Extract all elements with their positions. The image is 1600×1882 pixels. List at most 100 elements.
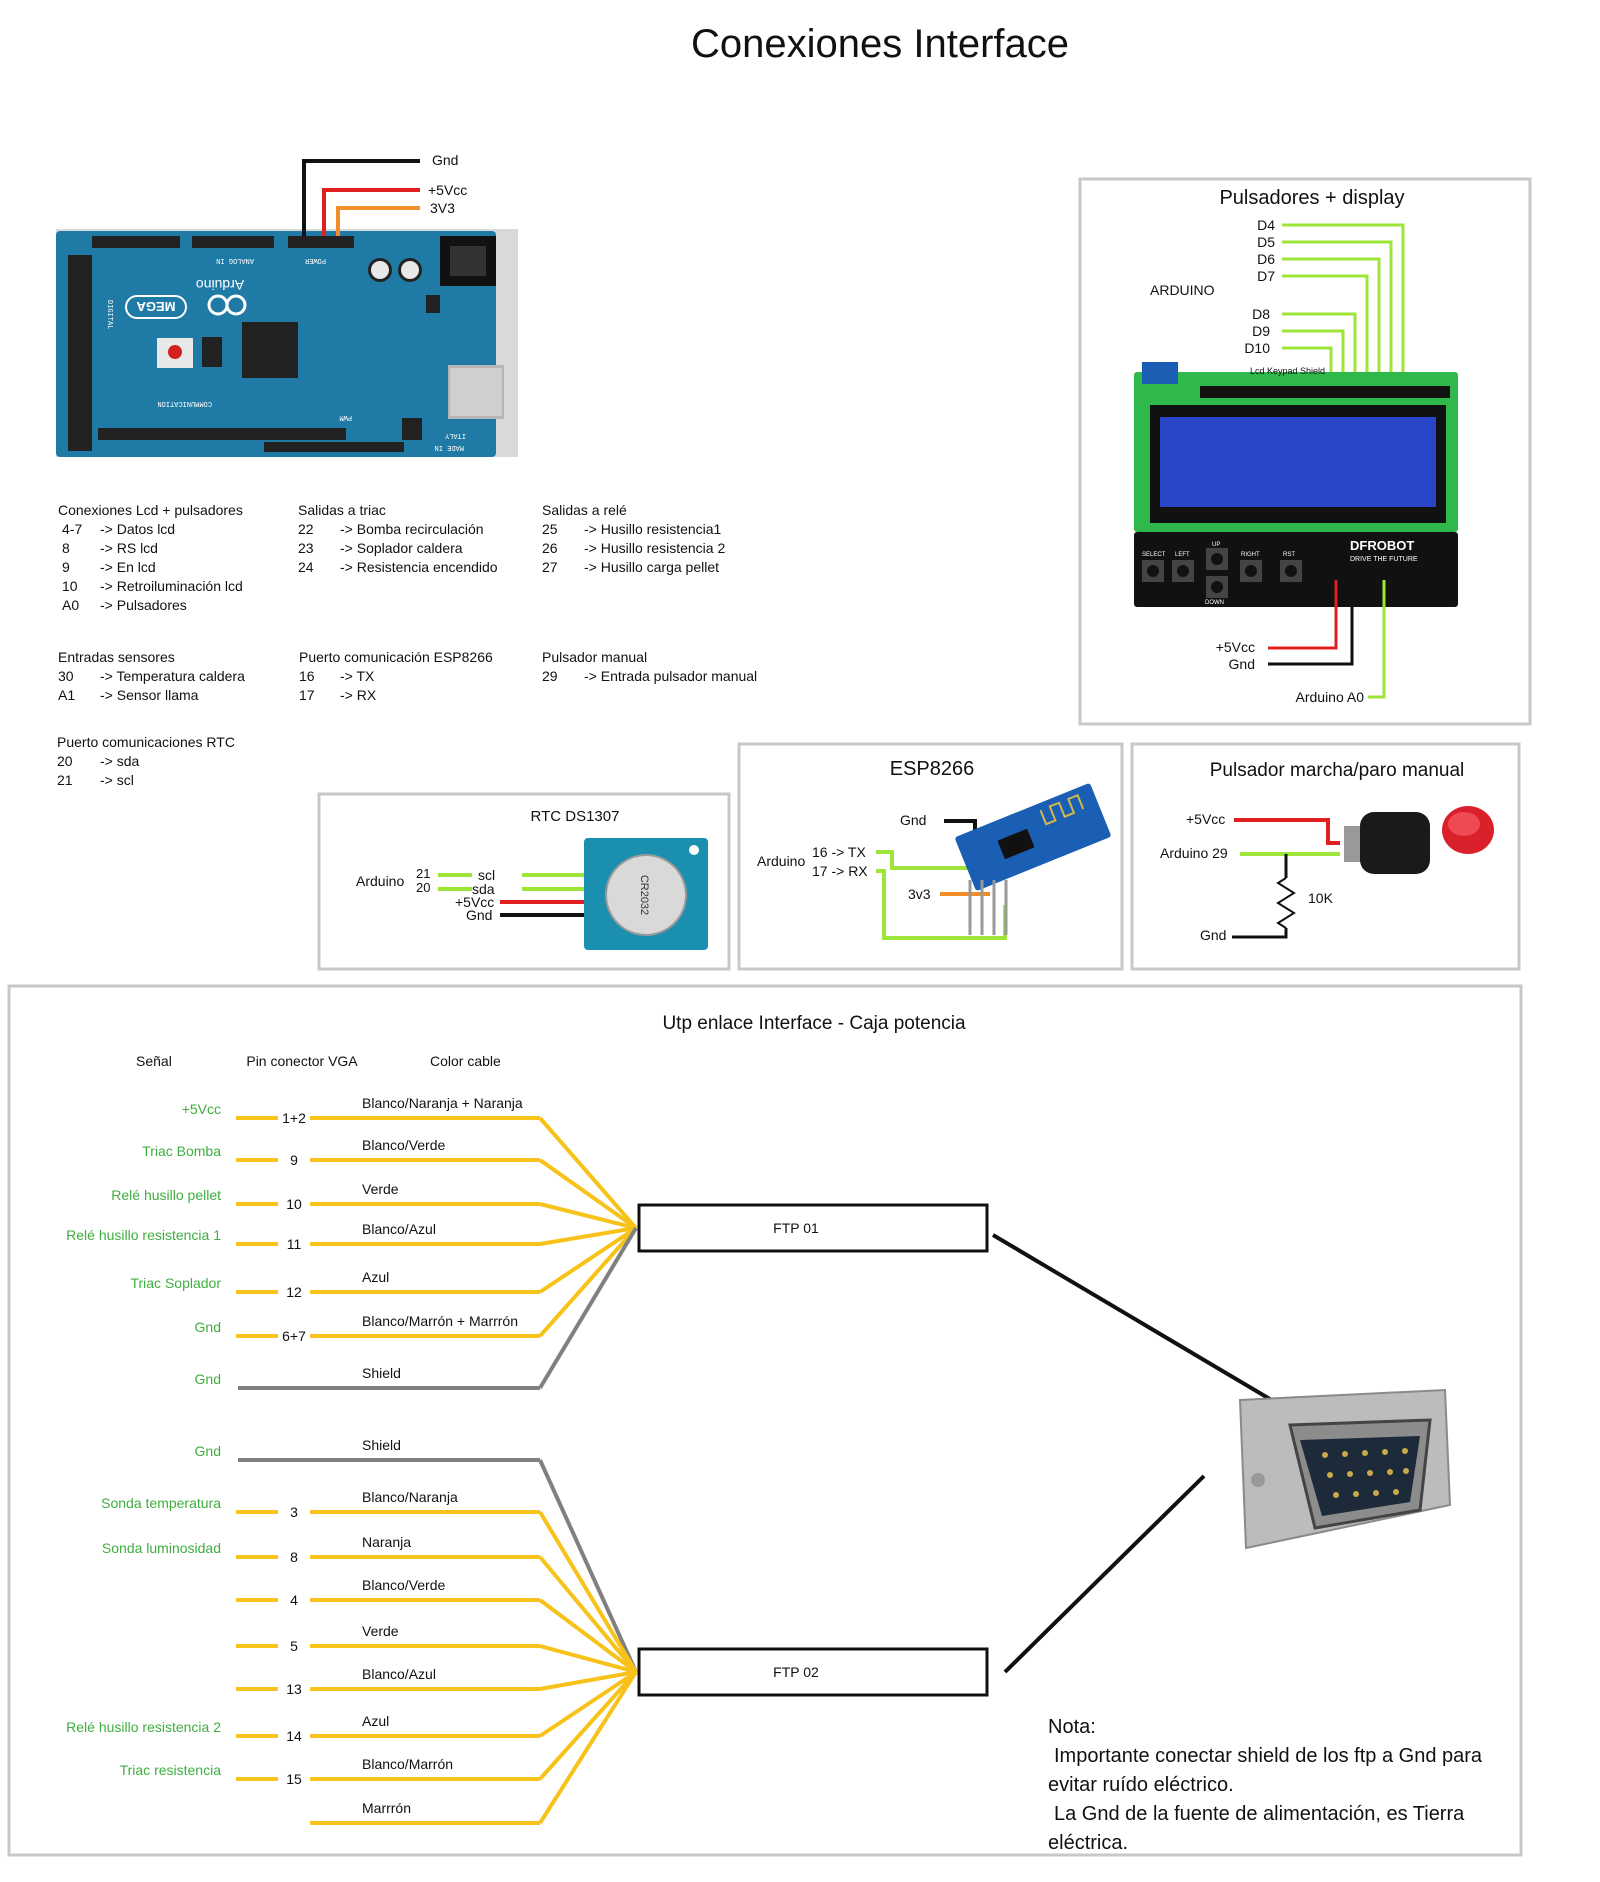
pin-label-d7: D7 <box>1257 268 1275 284</box>
converge-wire <box>538 1555 638 1674</box>
arduino-label: Arduino <box>356 873 404 889</box>
table-pin: 30 <box>58 668 74 684</box>
pin-label-21: 21 <box>416 866 430 881</box>
rtc-battery <box>605 854 687 936</box>
cable-color-label: Verde <box>362 1623 399 1639</box>
table-pin: 16 <box>299 668 315 684</box>
button-label: UP <box>1212 542 1220 548</box>
converge-wire <box>539 1202 637 1230</box>
table-pin: A1 <box>58 687 75 703</box>
table-pin: 22 <box>298 521 314 537</box>
lcd-data-wires <box>1282 223 1405 375</box>
button-label: DOWN <box>1205 600 1224 606</box>
cable-color-label: Marrrón <box>362 1800 411 1816</box>
signal-label: Triac resistencia <box>120 1762 222 1778</box>
table-desc: -> scl <box>100 772 134 788</box>
table-pin: 24 <box>298 559 314 575</box>
cable-color-label: Blanco/Verde <box>362 1577 445 1593</box>
header-color: Color cable <box>430 1053 501 1069</box>
esp-tx-label: 16 -> TX <box>812 844 866 860</box>
pin-label-d5: D5 <box>1257 234 1275 250</box>
note-title: Nota: <box>1048 1716 1096 1738</box>
esp-gnd-label: Gnd <box>900 812 926 828</box>
note-line: Importante conectar shield de los ftp a … <box>1054 1745 1483 1767</box>
arduino-model-label: MEGA <box>136 299 176 314</box>
pin-label: 12 <box>286 1284 302 1300</box>
table-title: Entradas sensores <box>58 649 175 665</box>
pin-label: 1+2 <box>282 1110 306 1126</box>
manual-button-panel: Pulsador marcha/paro manual +5Vcc Arduin… <box>1130 742 1521 971</box>
resistor-label: 10K <box>1308 890 1334 906</box>
cable-color-label: Blanco/Marrón <box>362 1756 453 1772</box>
converge-wire <box>538 1510 638 1674</box>
panel-title: Pulsador marcha/paro manual <box>1210 760 1465 781</box>
ftp-01-label: FTP 01 <box>773 1220 819 1236</box>
table-pin: 27 <box>542 559 558 575</box>
table-pin: A0 <box>62 597 79 613</box>
converge-wire <box>538 1670 638 1781</box>
button-label: RIGHT <box>1241 552 1260 558</box>
cable-color-label: Azul <box>362 1713 389 1729</box>
signal-label: Sonda luminosidad <box>102 1540 221 1556</box>
vga-connector-icon <box>1238 1388 1452 1550</box>
esp-rx-label: 17 -> RX <box>812 863 868 879</box>
esp-board <box>955 783 1111 891</box>
signal-label: Gnd <box>195 1443 221 1459</box>
table-pin: 21 <box>57 772 73 788</box>
table-pin: 8 <box>62 540 70 556</box>
arduino-label-digital: DIGITAL <box>105 300 113 329</box>
header-pin: Pin conector VGA <box>246 1053 358 1069</box>
converge-wire <box>538 1226 638 1390</box>
pin-label: 9 <box>290 1152 298 1168</box>
signal-label: Gnd <box>195 1371 221 1387</box>
table-title: Conexiones Lcd + pulsadores <box>58 502 243 518</box>
note-line: eléctrica. <box>1048 1832 1128 1854</box>
button-5v-label: +5Vcc <box>1186 811 1225 827</box>
button-pin-label: Arduino 29 <box>1160 845 1228 861</box>
utp-section: Utp enlace Interface - Caja potencia Señ… <box>7 984 1523 1857</box>
pin-label-d10: D10 <box>1244 340 1270 356</box>
table-desc: -> Entrada pulsador manual <box>584 668 757 684</box>
table-desc: -> RX <box>340 687 377 703</box>
table-title: Puerto comunicación ESP8266 <box>299 649 493 665</box>
converge-wire <box>538 1598 638 1674</box>
note-line: La Gnd de la fuente de alimentación, es … <box>1054 1803 1465 1825</box>
arduino-label-power: POWER <box>304 256 326 264</box>
lcd-5v-label: +5Vcc <box>1216 639 1255 655</box>
converge-wire <box>538 1226 638 1294</box>
connection-table-rtc: Puerto comunicaciones RTC 20 -> sda 21 -… <box>57 734 235 788</box>
rtc-panel: RTC DS1307 Arduino 21 20 scl sda +5Vcc G… <box>317 792 731 971</box>
arduino-label-communication: COMMUNICATION <box>157 399 212 407</box>
rail-3v3-wire <box>336 206 420 236</box>
brand-tagline: DRIVE THE FUTURE <box>1350 556 1418 563</box>
arduino-mega-board: MEGA Arduino POWER ANALOG IN DIGITAL COM… <box>56 229 518 457</box>
converge-wire <box>539 1670 637 1691</box>
table-title: Pulsador manual <box>542 649 647 665</box>
table-desc: -> Datos lcd <box>100 521 175 537</box>
signal-label: Relé husillo resistencia 1 <box>66 1227 221 1243</box>
table-pin: 17 <box>299 687 315 703</box>
table-desc: -> Sensor llama <box>100 687 199 703</box>
rail-gnd-label: Gnd <box>432 152 458 168</box>
signal-label: Relé husillo pellet <box>111 1187 221 1203</box>
table-desc: -> Retroiluminación lcd <box>100 578 243 594</box>
lcd-a0-wire <box>1368 580 1386 699</box>
connection-table-esp: Puerto comunicación ESP8266 16 -> TX 17 … <box>299 649 493 703</box>
converge-wire <box>538 1116 638 1230</box>
cable-color-label: Blanco/Verde <box>362 1137 445 1153</box>
lcd-gnd-label: Gnd <box>1229 656 1255 672</box>
ftp-02-box <box>637 1647 989 1697</box>
cable-color-label: Blanco/Naranja + Naranja <box>362 1095 523 1111</box>
panel-frame <box>737 742 1124 971</box>
utp-title: Utp enlace Interface - Caja potencia <box>662 1013 966 1034</box>
cable-color-label: Shield <box>362 1365 401 1381</box>
